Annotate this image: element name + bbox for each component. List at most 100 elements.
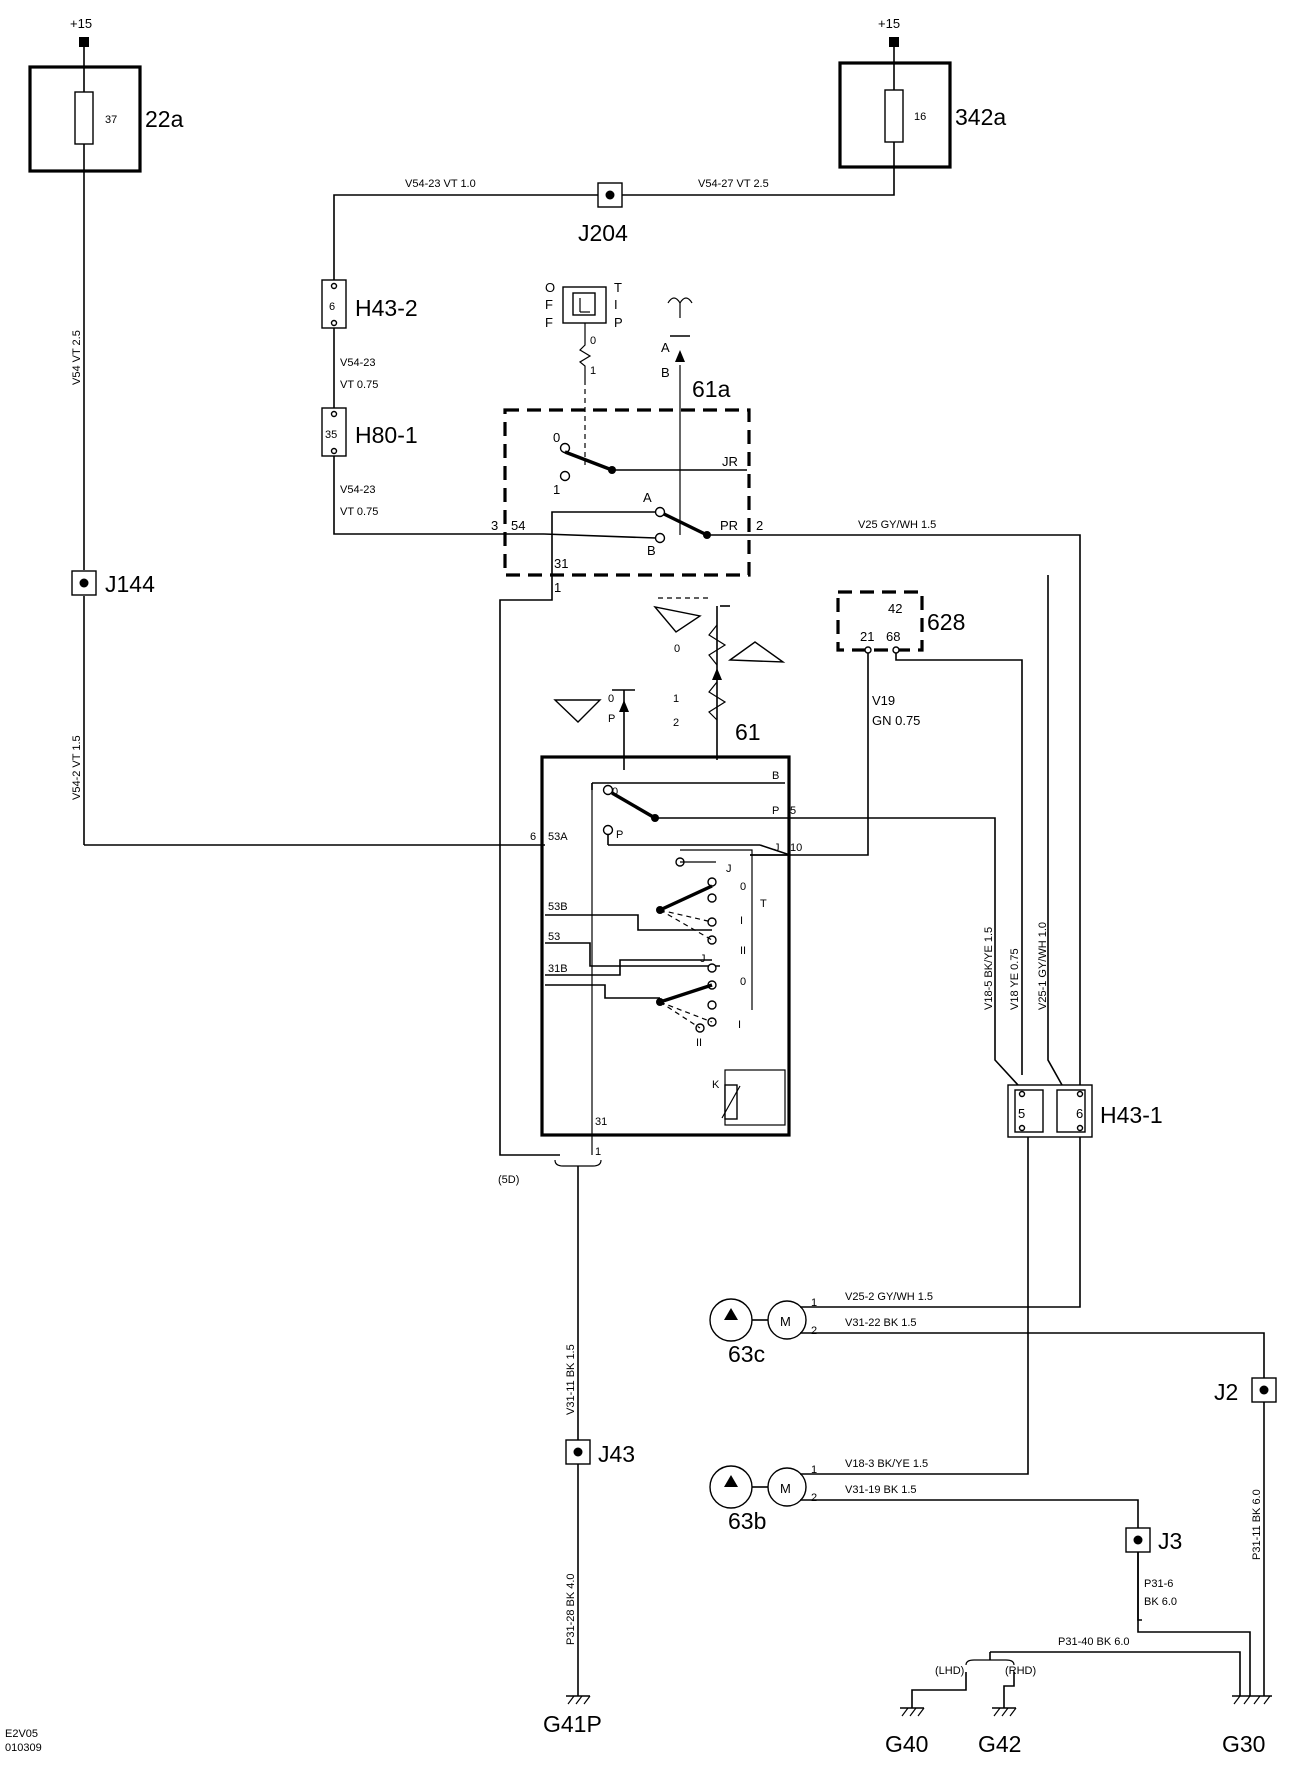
fuse-22a-number: 37: [105, 114, 117, 126]
pump-63b: M 63b 1 2: [709, 1464, 817, 1534]
wip-0: 0: [674, 643, 680, 655]
pump-63c: M 63c 1 2: [709, 1297, 817, 1367]
p61-31: 31: [595, 1116, 607, 1128]
p61-II2: II: [696, 1037, 702, 1049]
ground-g30: G30: [1222, 1695, 1272, 1757]
p628-68: 68: [886, 629, 900, 644]
junction-j2: J2: [1214, 1377, 1277, 1405]
wire-label-v54: V54 VT 2.5: [71, 330, 83, 385]
fuse-22a-label: 22a: [145, 106, 184, 132]
ground-g42: G42: [978, 1707, 1021, 1757]
ground-g42-label: G42: [978, 1731, 1021, 1757]
p628-21: 21: [860, 629, 874, 644]
p61-6: 6: [530, 831, 536, 843]
p61-P: P: [772, 805, 779, 817]
p61-I2: I: [738, 1019, 741, 1031]
wire-label-v19-a: V19: [872, 693, 895, 708]
ground-g41p-label: G41P: [543, 1711, 602, 1737]
ab-B: B: [661, 365, 670, 380]
p61a-A: A: [643, 490, 652, 505]
p61-0c: 0: [740, 976, 746, 988]
off-F2: F: [545, 315, 553, 330]
p61-0b: 0: [740, 881, 746, 893]
fuse-342a-number: 16: [914, 111, 926, 123]
footer-code: E2V05: [5, 1728, 38, 1740]
switch-61: B 0 P P 5 J 10 6 53A J 0 T I II 5: [530, 755, 802, 1158]
p61-53: 53: [548, 931, 560, 943]
relay-628-label: 628: [927, 609, 965, 635]
junction-j3-label: J3: [1158, 1528, 1182, 1554]
off-I: I: [614, 297, 618, 312]
wire-label-v54-23: V54-23 VT 1.0: [405, 178, 476, 190]
option-rhd: (RHD): [1005, 1665, 1036, 1677]
junction-j144-label: J144: [105, 571, 155, 597]
wp-0: 0: [608, 693, 614, 705]
ground-g40: G40: [885, 1707, 928, 1757]
pump-63b-label: 63b: [728, 1508, 766, 1534]
p61-31B: 31B: [548, 963, 568, 975]
footer-date: 010309: [5, 1742, 42, 1754]
p61a-2: 2: [756, 518, 763, 533]
switch-61-label: 61: [735, 719, 761, 745]
switch-61a: 61a 0 1 JR A B PR 3 54 2 31 1: [491, 365, 763, 595]
off-O: O: [545, 280, 555, 295]
wire-label-v18: V18 YE 0.75: [1009, 948, 1021, 1010]
m63b-1: 1: [811, 1464, 817, 1476]
p61a-B: B: [647, 543, 656, 558]
connector-h43-2: 6 H43-2: [321, 279, 418, 329]
fuse-22a: 37 22a: [28, 65, 184, 173]
wire-label-h80-1-a: V54-23: [340, 484, 375, 496]
option-lhd: (LHD): [935, 1665, 964, 1677]
h43-1-pin-b: 6: [1076, 1106, 1083, 1121]
p61-Pc: P: [616, 829, 623, 841]
p61-I: I: [740, 915, 743, 927]
p61a-JR: JR: [722, 454, 738, 469]
p61-B: B: [772, 770, 779, 782]
wire-label-h80-1-b: VT 0.75: [340, 506, 378, 518]
wire-label-h43-2-b: VT 0.75: [340, 379, 378, 391]
wiper-motor-symbol: 0 1 2 61: [653, 597, 786, 760]
m63b-M: M: [780, 1481, 791, 1496]
connector-h43-1: 5 6 H43-1: [1007, 1084, 1163, 1138]
pump-63c-label: 63c: [728, 1341, 765, 1367]
h43-1-label: H43-1: [1100, 1102, 1163, 1128]
wire-label-p31-40: P31-40 BK 6.0: [1058, 1636, 1130, 1648]
junction-j3: J3: [1125, 1527, 1182, 1554]
m63c-M: M: [780, 1314, 791, 1329]
supply-right: +15: [878, 16, 900, 67]
p61a-PR: PR: [720, 518, 738, 533]
off-1: 1: [590, 365, 596, 377]
junction-j2-label: J2: [1214, 1379, 1238, 1405]
wire-label-p31-28: P31-28 BK 4.0: [565, 1573, 577, 1645]
wire-label-v54-27: V54-27 VT 2.5: [698, 178, 769, 190]
p61-5: 5: [790, 805, 796, 817]
wire-label-v25: V25 GY/WH 1.5: [858, 519, 936, 531]
h43-2-label: H43-2: [355, 295, 418, 321]
ground-g40-label: G40: [885, 1731, 928, 1757]
p61-J: J: [774, 842, 780, 854]
p61-0: 0: [612, 786, 618, 798]
p61-53A: 53A: [548, 831, 568, 843]
wire-label-h43-2-a: V54-23: [340, 357, 375, 369]
h43-1-pin-a: 5: [1018, 1106, 1025, 1121]
p61a-31: 31: [554, 556, 568, 571]
fuse-342a: 16 342a: [838, 61, 1006, 169]
p61-T: T: [760, 898, 767, 910]
wire-label-p31-6-a: P31-6: [1144, 1578, 1173, 1590]
wire-label-v25-1: V25-1 GY/WH 1.0: [1037, 922, 1049, 1010]
supply-right-label: +15: [878, 16, 900, 31]
wire-label-v18-5: V18-5 BK/YE 1.5: [983, 927, 995, 1010]
p61a-3: 3: [491, 518, 498, 533]
junction-j43: J43: [565, 1439, 635, 1467]
relay-628: 42 21 68 628: [836, 590, 965, 654]
junction-j144: J144: [71, 570, 155, 597]
connector-h80-1: 35 H80-1: [321, 407, 418, 457]
junction-j204: J204: [578, 182, 628, 246]
ground-g30-label: G30: [1222, 1731, 1265, 1757]
wire-label-p31-11: P31-11 BK 6.0: [1251, 1489, 1263, 1560]
m63b-2: 2: [811, 1492, 817, 1504]
p61-1: 1: [595, 1146, 601, 1158]
p61a-54: 54: [511, 518, 525, 533]
ab-A: A: [661, 340, 670, 355]
